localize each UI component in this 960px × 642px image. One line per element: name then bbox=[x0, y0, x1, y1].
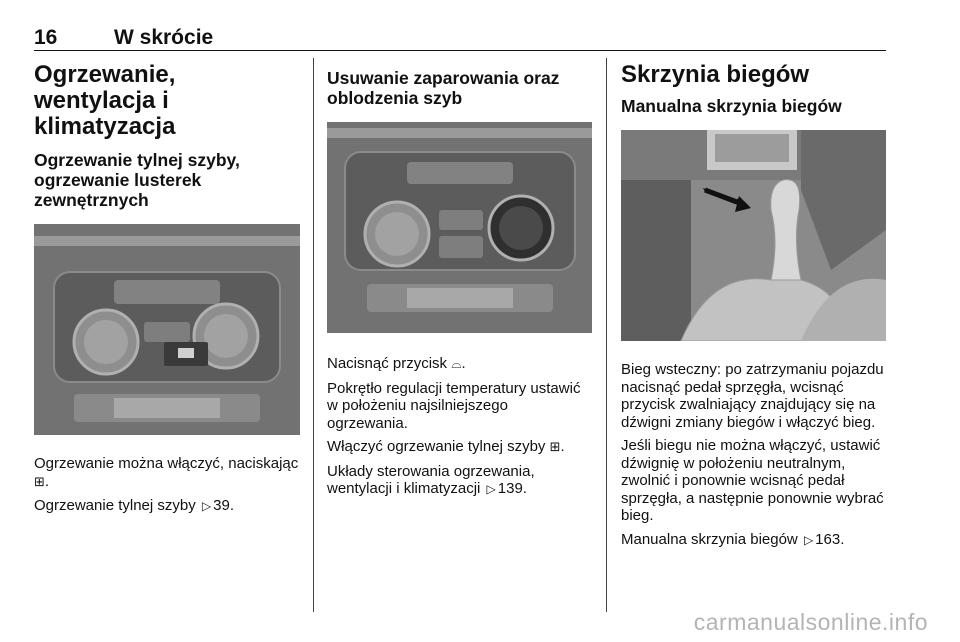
defrost-panel-illustration bbox=[327, 122, 592, 333]
column-heating: Ogrzewanie, wentylacja i klimatyzacja Og… bbox=[34, 62, 300, 522]
windscreen-defrost-icon: ⌓ bbox=[451, 357, 462, 372]
paragraph: Nacisnąć przycisk ⌓. bbox=[327, 355, 466, 372]
rear-window-heating-icon: ⊞ bbox=[34, 474, 45, 490]
page-header: 16 W skrócie bbox=[34, 26, 886, 51]
cross-reference-arrow-icon: ▷ bbox=[201, 499, 212, 513]
column-defrost: Usuwanie zaparowania oraz oblodzenia szy… bbox=[327, 68, 592, 505]
section-heading: Skrzynia biegów bbox=[621, 61, 810, 88]
page-title: W skrócie bbox=[114, 26, 214, 49]
section-heading: Ogrzewanie, wentylacja i klimatyzacja bbox=[34, 61, 176, 140]
column-transmission: Skrzynia biegów Manualna skrzynia biegów… bbox=[621, 62, 886, 555]
paragraph: Ogrzewanie można włączyć, naciskając ⊞. bbox=[34, 455, 299, 490]
subsection-heading: Ogrzewanie tylnej szyby, ogrzewanie lust… bbox=[34, 150, 240, 210]
paragraph: Manualna skrzynia biegów ▷163. bbox=[621, 530, 845, 548]
cross-reference-arrow-icon: ▷ bbox=[486, 482, 496, 496]
page-reference[interactable]: 139. bbox=[497, 480, 527, 497]
rear-window-heating-icon: ⊞ bbox=[549, 440, 561, 455]
climate-panel-illustration bbox=[34, 224, 300, 435]
column-divider bbox=[313, 58, 314, 612]
para-text: Ogrzewanie można włączyć, naciskając bbox=[34, 455, 299, 472]
paragraph: Układy sterowania ogrzewania, wentylacji… bbox=[327, 462, 535, 498]
gear-lever-illustration bbox=[621, 130, 886, 341]
subsection-heading: Manualna skrzynia biegów bbox=[621, 96, 842, 116]
paragraph: Ogrzewanie tylnej szyby ▷39. bbox=[34, 497, 234, 514]
paragraph: Pokrętło regulacji temperatury ustawić w… bbox=[327, 379, 581, 432]
watermark: carmanualsonline.info bbox=[693, 609, 928, 635]
subsection-heading: Usuwanie zaparowania oraz oblodzenia szy… bbox=[327, 68, 560, 108]
page-reference[interactable]: 163. bbox=[815, 530, 845, 548]
paragraph: Bieg wsteczny: po zatrzymaniu pojazdu na… bbox=[621, 361, 884, 431]
column-divider bbox=[606, 58, 607, 612]
paragraph: Włączyć ogrzewanie tylnej szyby ⊞. bbox=[327, 438, 565, 455]
page-reference[interactable]: 39. bbox=[213, 497, 234, 514]
page-number: 16 bbox=[34, 26, 58, 49]
cross-reference-arrow-icon: ▷ bbox=[803, 532, 814, 547]
paragraph: Jeśli biegu nie można włączyć, ustawić d… bbox=[621, 437, 884, 524]
